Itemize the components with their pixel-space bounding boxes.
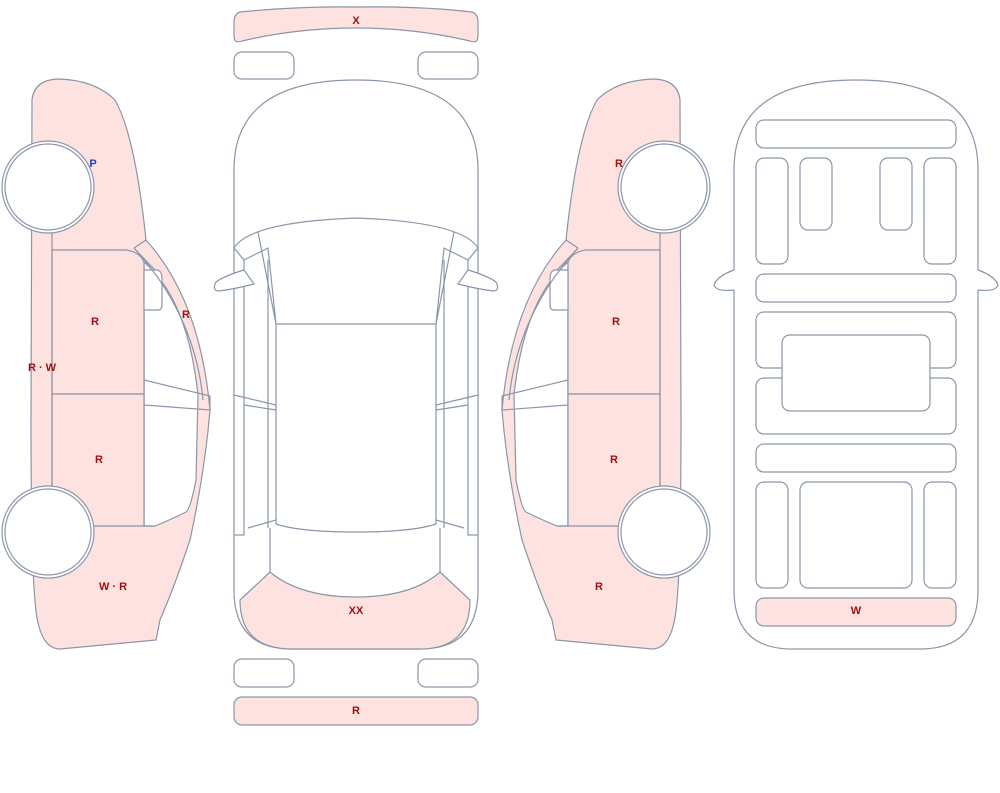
label-right-front-fender: R: [595, 581, 603, 593]
right-side-view: [501, 78, 711, 650]
left-window-opening: [143, 261, 199, 527]
left-front-door-panel[interactable]: [51, 249, 145, 395]
underbody-front-left-inner[interactable]: [799, 157, 833, 231]
label-rear-sill: W: [851, 605, 862, 617]
top-view: [213, 6, 499, 726]
underbody-rear-left-rail[interactable]: [755, 481, 789, 589]
top-left-mirror[interactable]: [213, 269, 255, 292]
rear-panel[interactable]: [239, 571, 471, 650]
damage-labels: X R XX P R · W R R R W · R R R R R W: [28, 15, 862, 717]
label-left-front-door: R: [91, 316, 99, 328]
label-right-rear-door: R: [610, 454, 618, 466]
underbody-rear-right-rail[interactable]: [923, 481, 957, 589]
underbody-trunk-floor[interactable]: [799, 481, 913, 589]
right-front-door-panel[interactable]: [567, 249, 661, 395]
underbody-view: [713, 79, 999, 650]
underbody-front-right-inner[interactable]: [879, 157, 913, 231]
top-right-mirror[interactable]: [457, 269, 499, 292]
front-left-lamp[interactable]: [233, 51, 295, 80]
underbody-rear-sill[interactable]: [755, 597, 957, 627]
label-right-rear-quarter: R: [615, 158, 623, 170]
right-side-mirror[interactable]: [549, 269, 569, 311]
underbody-front-left-rail[interactable]: [755, 157, 789, 265]
left-side-view: [1, 78, 211, 650]
front-bumper[interactable]: [233, 6, 479, 43]
label-left-a-pillar: R: [182, 309, 190, 321]
rear-left-lamp[interactable]: [233, 658, 295, 688]
label-left-front-fender: W · R: [99, 581, 127, 593]
label-rear-panel: XX: [349, 605, 364, 617]
right-window-opening: [513, 261, 569, 527]
label-front-bumper: X: [352, 15, 360, 27]
front-right-lamp[interactable]: [417, 51, 479, 80]
label-left-rear-quarter: P: [89, 158, 96, 170]
rear-bumper[interactable]: [233, 696, 479, 726]
underbody-front-crossmember[interactable]: [755, 119, 957, 149]
underbody-tunnel[interactable]: [781, 334, 931, 412]
rear-right-lamp[interactable]: [417, 658, 479, 688]
label-right-front-door: R: [612, 316, 620, 328]
underbody-front-right-rail[interactable]: [923, 157, 957, 265]
underbody-rear-crossmember[interactable]: [755, 443, 957, 473]
label-left-rear-door: R: [95, 454, 103, 466]
underbody-firewall[interactable]: [755, 273, 957, 303]
label-rear-bumper: R: [352, 705, 360, 717]
left-side-mirror[interactable]: [143, 269, 163, 311]
label-left-rocker: R · W: [28, 362, 57, 374]
